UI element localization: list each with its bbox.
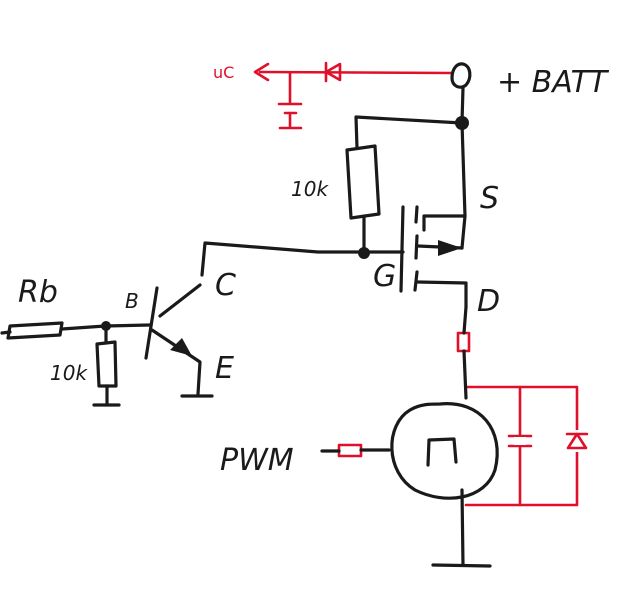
channel-segment-top [414,205,419,224]
emitter-lead [150,328,202,396]
drain-wire-lower [462,349,468,400]
emitter-arrow-icon [170,338,192,356]
flyback-diode [565,430,589,452]
drain-resistor [456,331,471,353]
base-resistor-label: 10k [50,361,88,385]
uc-label: uC [213,63,234,82]
motor-symbol [426,437,458,467]
battery-terminal: + BATT [450,62,610,100]
body-to-source [460,214,467,250]
source-label: S [480,181,499,216]
uc-supply-wire [258,70,454,75]
motor-ground-wire [460,488,465,567]
gate-pullup-resistor: 10k [291,144,381,220]
body-arrow-icon [438,240,462,256]
base-pulldown-resistor [95,340,118,388]
supply-diode [324,61,342,83]
uc-supply-branch: uC [213,61,454,130]
base-plate [144,286,159,360]
source-stub [422,214,467,232]
emitter-label: E [215,351,234,386]
rb-label: Rb [18,275,58,310]
batt-label: + BATT [497,65,610,100]
gate-resistor-label: 10k [291,177,329,201]
motor-capacitor [507,434,533,448]
gate-resistor-top-wire [354,115,464,150]
decoupling-capacitor [277,102,303,130]
uc-arrow-icon [253,62,270,82]
channel-segment-mid [414,234,419,260]
pwm-label: PWM [220,443,294,478]
drain-lead [416,280,468,309]
npn-transistor: C E B [125,268,236,398]
gate-plate [399,205,405,293]
collector-lead [158,283,202,318]
gate-node [358,247,370,259]
gate-label: G [373,259,396,294]
motor: M [390,402,499,500]
drain-label: D [477,284,500,319]
collector-label: C [215,268,236,303]
p-mosfet: S G D [373,121,500,319]
motor-ground-icon [431,563,492,568]
channel-segment-bottom [413,270,419,292]
drain-wire-upper [462,305,468,335]
source-lead [460,121,467,218]
pwm-resistor [337,443,363,458]
flyback-network [464,385,589,507]
base-label: B [125,289,139,313]
base-series-resistor [6,321,64,340]
